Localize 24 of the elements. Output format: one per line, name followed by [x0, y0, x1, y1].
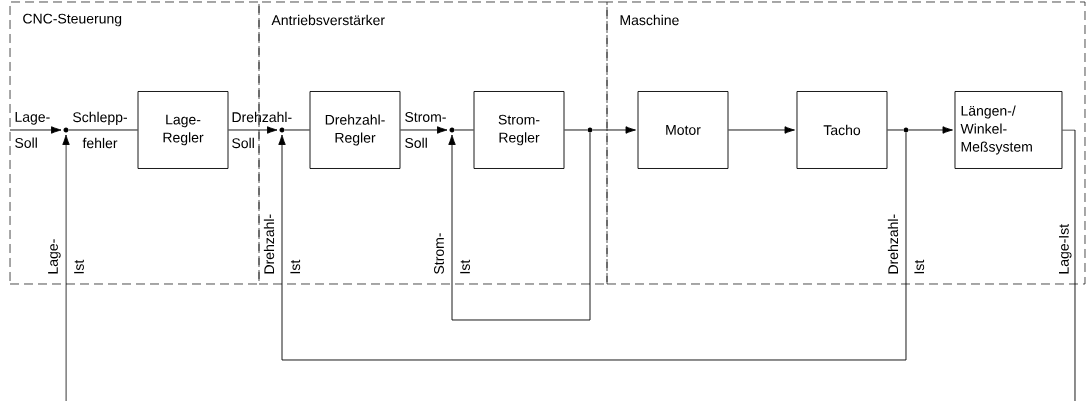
signal-label: Strom- Soll [405, 112, 446, 148]
signal-label: Schlepp- fehler [73, 111, 127, 149]
signal-arrow [400, 126, 448, 134]
signal-label: Lage- Soll [15, 112, 50, 148]
signal-label: Drehzahl- Ist [887, 214, 925, 274]
block-box: Längen-/ Winkel- Meßsystem [954, 91, 1063, 169]
signal-label: Lage-Ist [1059, 224, 1072, 274]
block-box: Drehzahl- Regler [309, 91, 401, 169]
signal-arrow [278, 132, 907, 361]
signal-arrow [228, 126, 278, 134]
block-box: Lage- Regler [137, 91, 229, 169]
signal-label: Strom- Ist [434, 233, 470, 274]
signal-arrow [728, 126, 795, 134]
signal-label: Lage- Ist [48, 239, 84, 274]
block-box: Motor [637, 91, 729, 169]
signal-arrow [62, 134, 70, 401]
block-box: Strom- Regler [473, 91, 565, 169]
signal-arrow [448, 132, 591, 321]
signal-arrow [592, 126, 636, 134]
signal-label: Drehzahl- Soll [232, 111, 292, 149]
signal-arrow [908, 126, 953, 134]
signal-arrow [9, 126, 62, 134]
block-box: Tacho [796, 91, 888, 169]
signal-label: Drehzahl- Ist [263, 214, 301, 274]
